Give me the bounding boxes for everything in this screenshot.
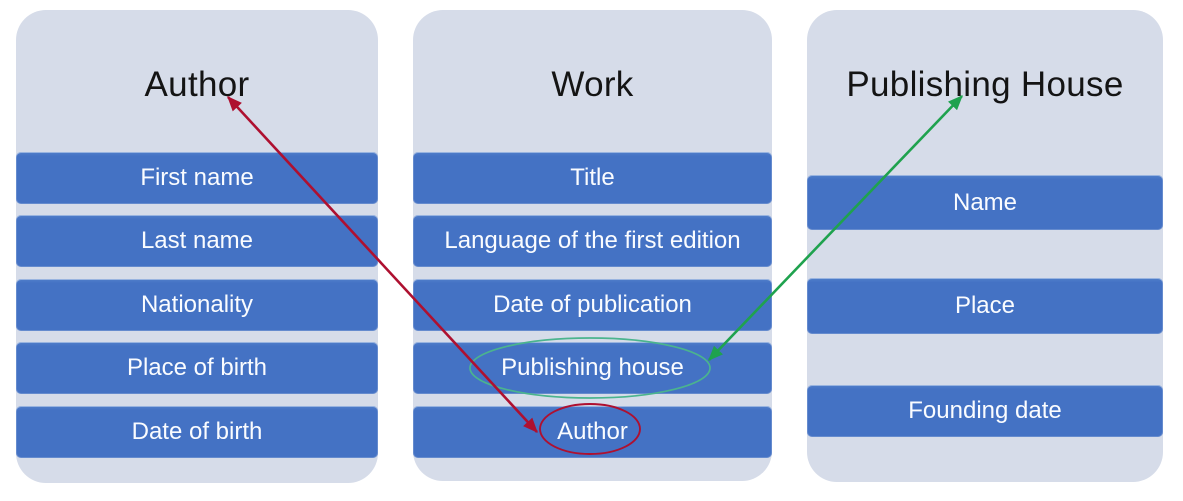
panel-work[interactable]: Work Title Language of the first edition… (413, 10, 772, 481)
field-place[interactable]: Place (807, 278, 1163, 334)
panel-work-title: Work (551, 65, 634, 104)
panel-publishing-house[interactable]: Publishing House Name Place Founding dat… (807, 10, 1163, 482)
field-first-name[interactable]: First name (16, 152, 378, 204)
field-founding-date[interactable]: Founding date (807, 385, 1163, 437)
field-date-of-publication[interactable]: Date of publication (413, 279, 772, 331)
panel-author[interactable]: Author First name Last name Nationality … (16, 10, 378, 483)
field-publishing-house[interactable]: Publishing house (413, 342, 772, 394)
field-date-of-birth[interactable]: Date of birth (16, 406, 378, 458)
field-name[interactable]: Name (807, 175, 1163, 230)
field-last-name[interactable]: Last name (16, 215, 378, 267)
field-place-of-birth[interactable]: Place of birth (16, 342, 378, 394)
panel-publishing-house-title: Publishing House (846, 65, 1124, 104)
field-language[interactable]: Language of the first edition (413, 215, 772, 267)
panel-author-title: Author (144, 65, 250, 104)
field-title[interactable]: Title (413, 152, 772, 204)
field-author[interactable]: Author (413, 406, 772, 458)
field-nationality[interactable]: Nationality (16, 279, 378, 331)
